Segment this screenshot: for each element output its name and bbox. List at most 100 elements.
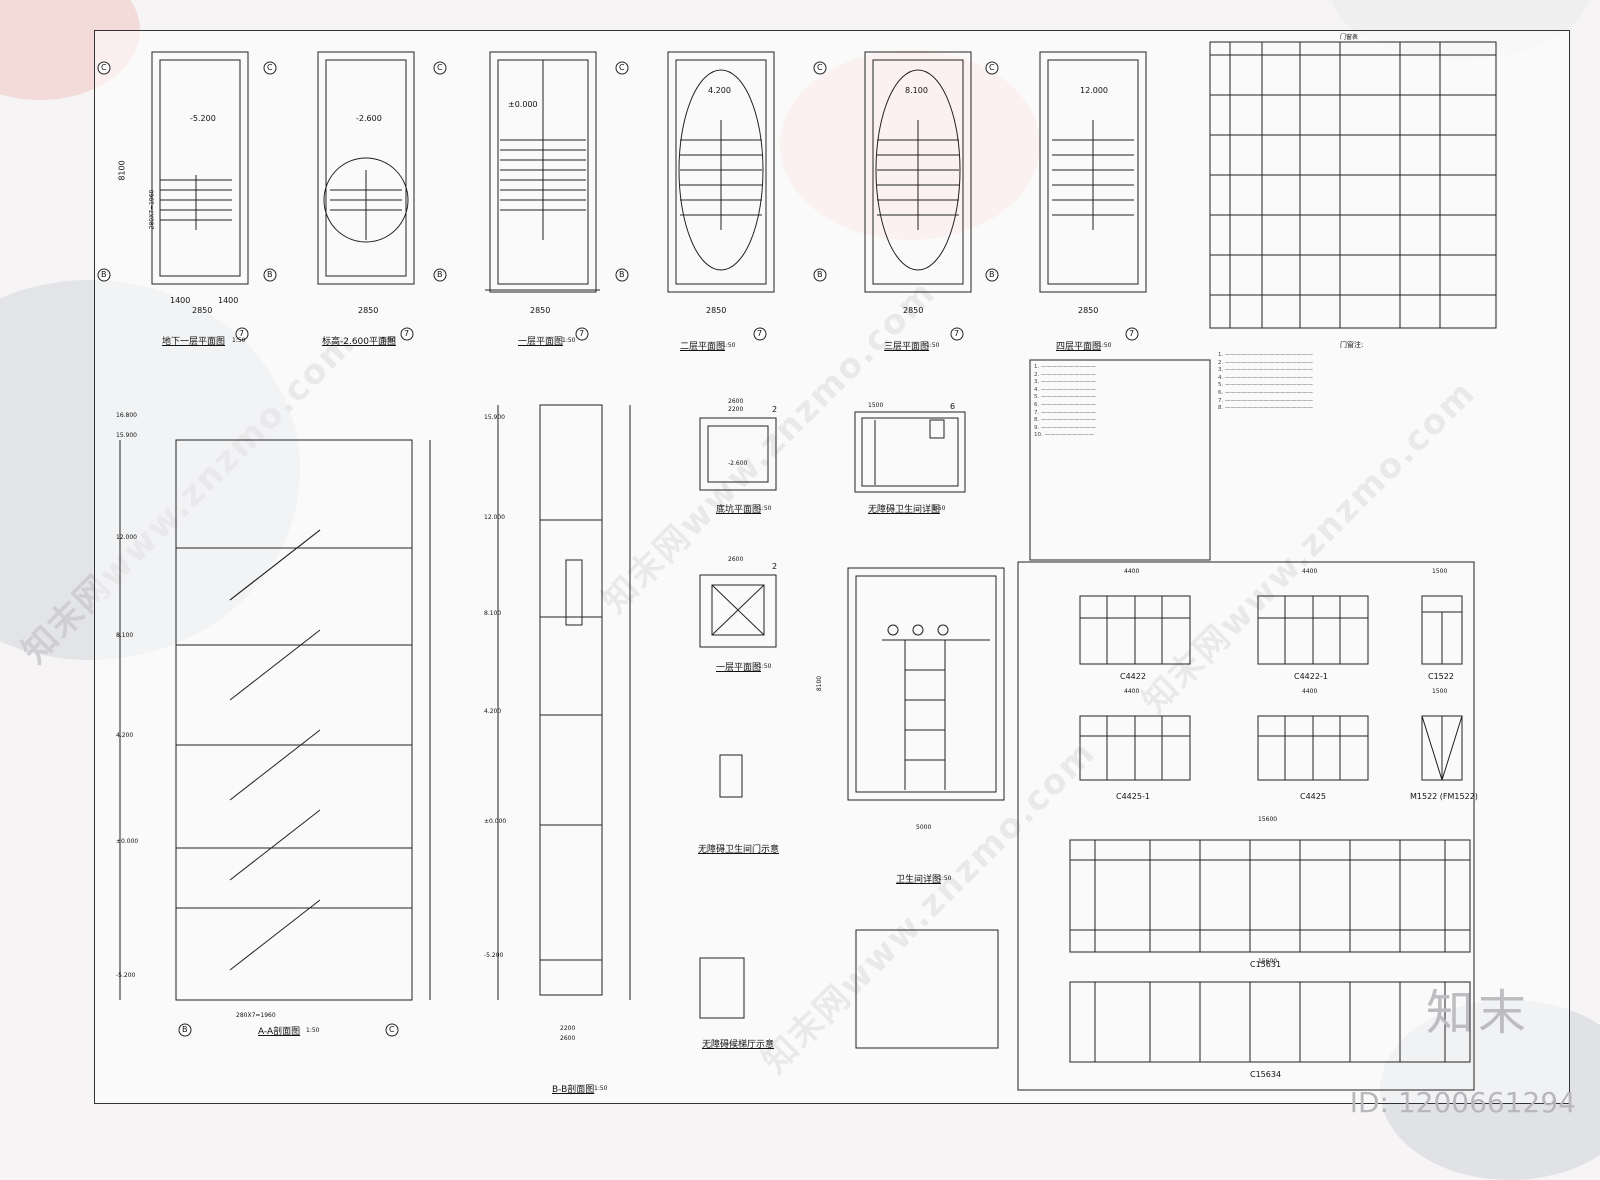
door-note-text: 1. ————————————————2. ————————————————3.…	[1218, 352, 1313, 412]
plan-title: 四层平面图	[1056, 342, 1102, 352]
level-text: 12.000	[116, 534, 137, 541]
drawing-lines	[97, 41, 1497, 1091]
axis-label-7: 7	[404, 329, 410, 338]
plan-title: 底坑平面图	[716, 505, 762, 515]
window-label: M1522 (FM1522)	[1410, 792, 1478, 801]
plan-title: 无障碍卫生间详图	[868, 505, 941, 515]
axis-label-c: C	[989, 63, 995, 72]
dim-text: 1400	[170, 296, 191, 305]
axis-label-b: B	[989, 270, 995, 279]
scale-text: 1:50	[758, 663, 772, 670]
axis-label-b: B	[817, 270, 823, 279]
window-label: C15631	[1250, 960, 1282, 969]
plan-title: 一层平面图	[716, 663, 762, 673]
dim-text: 1500	[868, 402, 884, 409]
window-label: C4425-1	[1116, 792, 1150, 801]
scale-text: 1:50	[932, 505, 946, 512]
plan-title: 地下一层平面图	[162, 337, 226, 347]
axis-label-7: 7	[954, 329, 960, 338]
dim-text: 1500	[1432, 688, 1448, 695]
axis-label-c: C	[267, 63, 273, 72]
axis-label-c: C	[619, 63, 625, 72]
window-label: C15634	[1250, 1070, 1282, 1079]
axis-label-b: B	[182, 1025, 188, 1034]
level-text: -2.600	[728, 460, 748, 467]
id-text: ID: 1200661294	[1349, 1086, 1576, 1119]
level-text: ±0.000	[484, 818, 507, 825]
plan-title: 无障碍候梯厅示意	[702, 1040, 775, 1050]
section-title: B-B剖面图	[552, 1085, 595, 1095]
dim-text: 2600	[560, 1035, 576, 1042]
dim-text: 2850	[358, 306, 379, 315]
level-text: 8.100	[116, 632, 134, 639]
scale-text: 1:50	[758, 505, 772, 512]
scale-text: 1:50	[306, 1027, 320, 1034]
dim-text: 15600	[1258, 816, 1278, 823]
window-label: C4422	[1120, 672, 1146, 681]
level-text: -5.200	[190, 114, 216, 123]
dim-text: 4400	[1302, 568, 1318, 575]
section-title: A-A剖面图	[258, 1027, 301, 1037]
scale-text: 1:50	[594, 1085, 608, 1092]
axis-label-2: 2	[772, 405, 778, 414]
elevator-notes: 1. ——————————2. ——————————3. ——————————4…	[1034, 364, 1096, 439]
axis-label-7: 7	[1129, 329, 1135, 338]
dim-text: 15600	[1258, 958, 1278, 965]
dim-text: 4400	[1124, 568, 1140, 575]
axis-label-b: B	[267, 270, 273, 279]
table-note-title: 门窗注:	[1340, 341, 1364, 349]
scale-text: 1:50	[232, 337, 246, 344]
plan-title: 无障碍卫生间门示意	[698, 845, 780, 855]
dim-text: 1400	[218, 296, 239, 305]
level-text: 8.100	[484, 610, 502, 617]
dim-text: 5000	[916, 824, 932, 831]
axis-label-7: 7	[239, 329, 245, 338]
scale-text: 1:50	[938, 875, 952, 882]
scale-text: 1:50	[722, 342, 736, 349]
axis-label-7: 7	[579, 329, 585, 338]
axis-label-2: 2	[772, 562, 778, 571]
level-text: 16.800	[116, 412, 137, 419]
dim-text: 8100	[816, 675, 824, 692]
dim-text: 2850	[1078, 306, 1099, 315]
window-label: C4422-1	[1294, 672, 1328, 681]
scale-text: 1:50	[382, 337, 396, 344]
drawing-sheet	[94, 30, 1570, 1104]
dim-text: 280X7=1960	[236, 1012, 276, 1019]
dim-text: 2850	[192, 306, 213, 315]
level-text: ±0.000	[116, 838, 139, 845]
plan-title: 三层平面图	[884, 342, 930, 352]
axis-label-b: B	[619, 270, 625, 279]
dim-text: 2850	[530, 306, 551, 315]
plan-title: 一层平面图	[518, 337, 564, 347]
dim-text: 4400	[1124, 688, 1140, 695]
brand-logo: 知末	[1425, 985, 1530, 1041]
level-text: -5.200	[484, 952, 504, 959]
dim-text: 4400	[1302, 688, 1318, 695]
plan-title: 卫生间详图	[896, 875, 942, 885]
axis-label-c: C	[101, 63, 107, 72]
scale-text: 1:50	[926, 342, 940, 349]
axis-label-c: C	[389, 1025, 395, 1034]
level-text: 4.200	[708, 86, 731, 95]
level-text: -5.200	[116, 972, 136, 979]
axis-label-b: B	[101, 270, 107, 279]
axis-label-b: B	[437, 270, 443, 279]
level-text: 12.000	[1080, 86, 1108, 95]
level-text: 8.100	[905, 86, 928, 95]
plan-title: 二层平面图	[680, 342, 726, 352]
scale-text: 1:50	[1098, 342, 1112, 349]
plan-title: 标高-2.600平面图	[322, 337, 397, 347]
dim-text: 2600	[728, 556, 744, 563]
dim-text: 2850	[706, 306, 727, 315]
scale-text: 1:50	[562, 337, 576, 344]
axis-label-7: 7	[757, 329, 763, 338]
dim-text: 2200	[560, 1025, 576, 1032]
axis-label-c: C	[817, 63, 823, 72]
axis-label-c: C	[437, 63, 443, 72]
level-text: 15.900	[484, 414, 505, 421]
table-title: 门窗表	[1340, 34, 1359, 41]
level-text: 4.200	[116, 732, 134, 739]
dim-text: 2600	[728, 398, 744, 405]
window-label: C1522	[1428, 672, 1454, 681]
